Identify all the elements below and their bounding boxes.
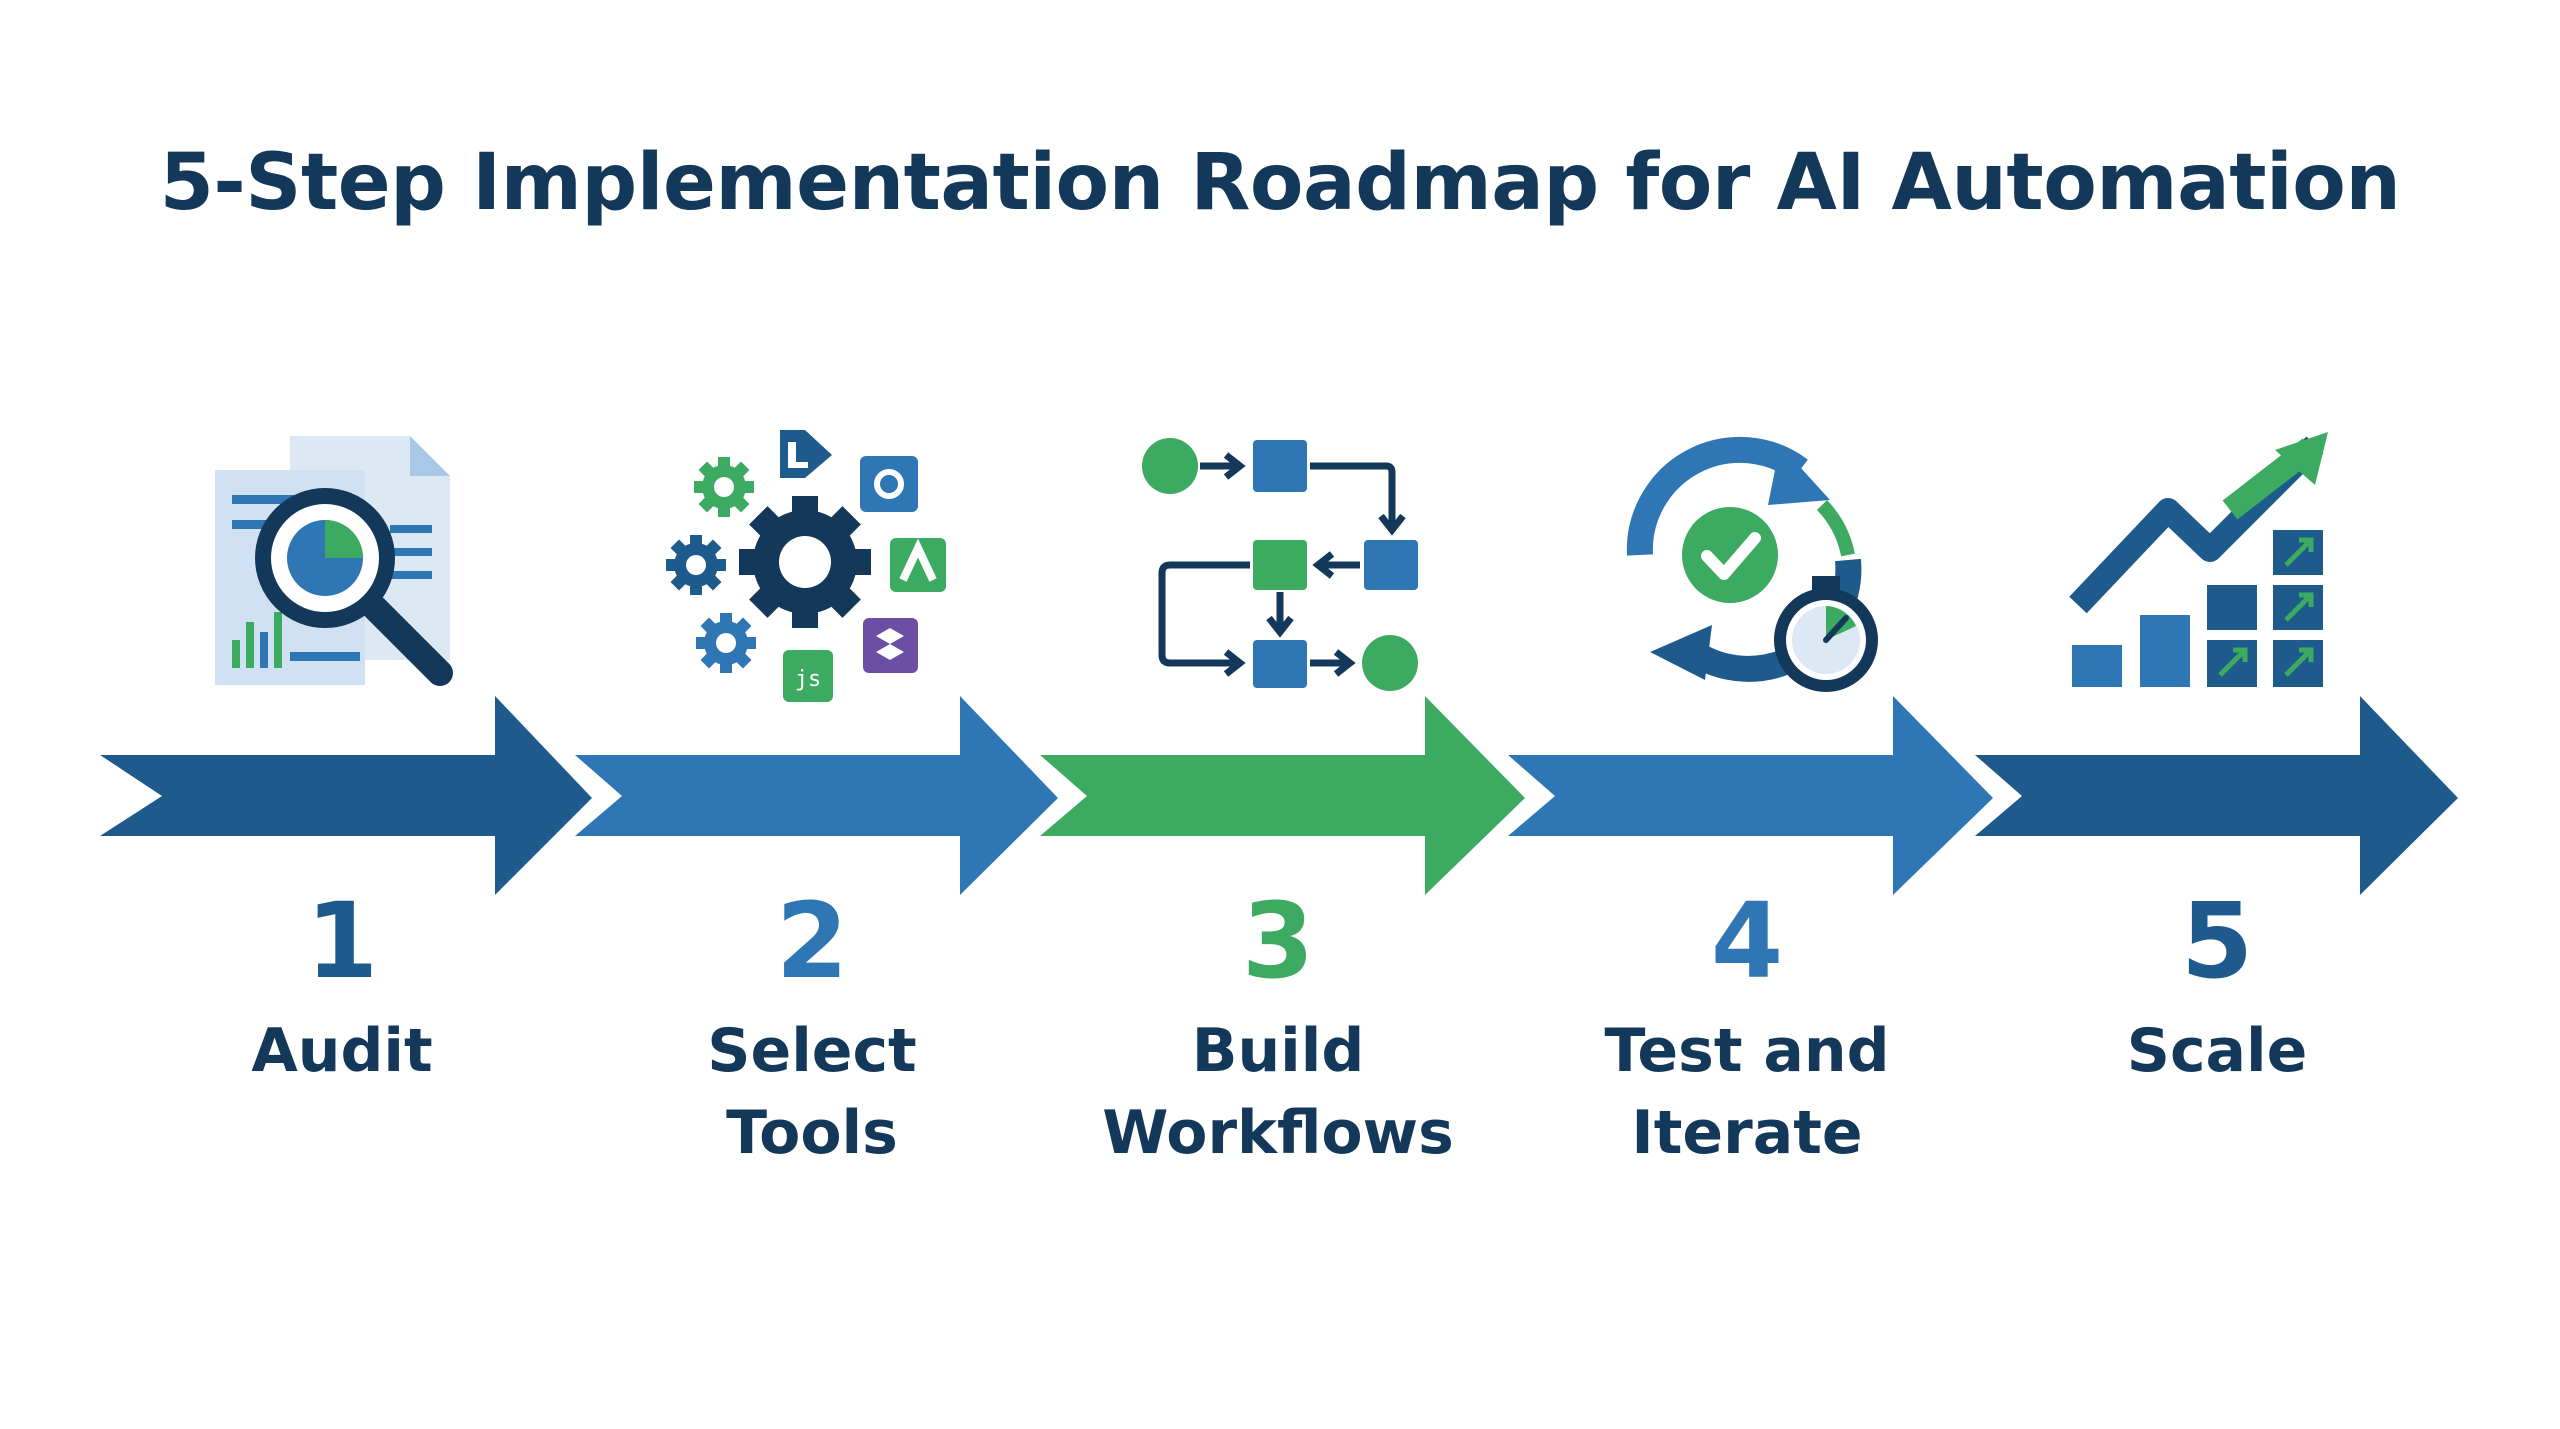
svg-text:js: js: [795, 667, 822, 692]
step-1-number: 1: [305, 880, 379, 1002]
step-5-label: Scale: [2126, 1016, 2308, 1086]
roadmap-arrows: [100, 696, 2458, 895]
document-magnifier-icon: [215, 436, 453, 686]
step-3-label: Build Workflows: [1102, 1016, 1454, 1168]
cycle-check-stopwatch-icon: [1626, 436, 1878, 692]
step-4-label: Test and Iterate: [1604, 1016, 1890, 1168]
step-3-arrow: [1040, 696, 1525, 895]
step-5-arrow: [1975, 696, 2458, 895]
step-1-arrow: [100, 696, 592, 895]
step-2-label: Select Tools: [707, 1016, 917, 1168]
step-3-number: 3: [1241, 880, 1315, 1002]
page-title: 5-Step Implementation Roadmap for AI Aut…: [159, 138, 2401, 228]
step-1-label: Audit: [251, 1016, 433, 1086]
step-4-arrow: [1508, 696, 1993, 895]
workflow-flowchart-icon: [1142, 438, 1418, 691]
step-5-number: 5: [2180, 880, 2254, 1002]
gears-and-app-tools-icon: js: [666, 430, 946, 702]
step-4-number: 4: [1710, 880, 1784, 1002]
step-2-number: 2: [775, 880, 849, 1002]
growth-chart-icon: [2069, 432, 2328, 687]
step-2-arrow: [575, 696, 1058, 895]
